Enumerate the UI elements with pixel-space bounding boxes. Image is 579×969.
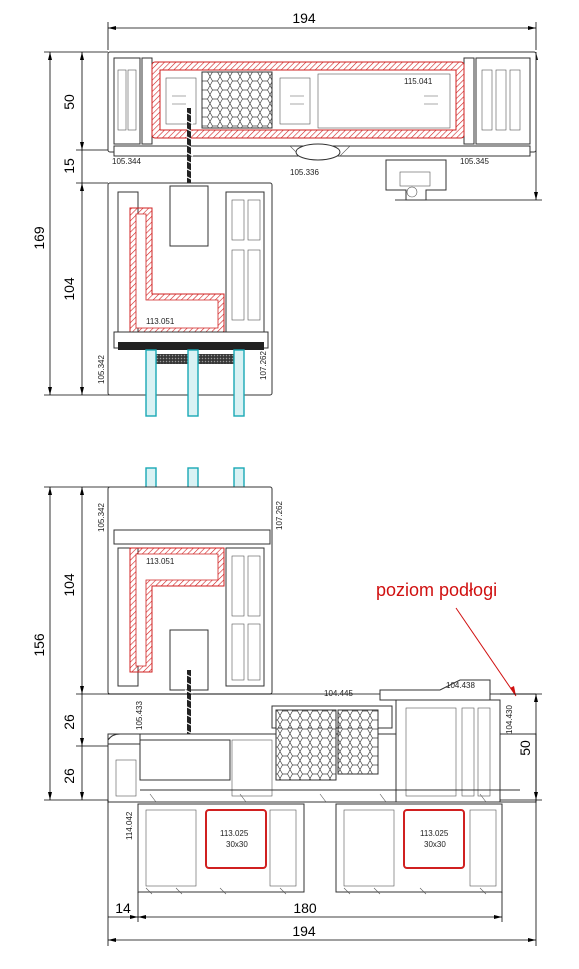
- dimension-left-top: 50 15 104 169: [31, 51, 135, 396]
- label-113051-bottom: 113.051: [146, 557, 175, 566]
- bottom-section: 104 156 26 26 105.342 107.262 113.051: [31, 467, 542, 946]
- label-113051-top: 113.051: [146, 317, 175, 326]
- label-104438: 104.438: [446, 681, 475, 690]
- dimension-right-bottom: 50: [500, 693, 542, 801]
- label-30x30-a: 30x30: [226, 840, 248, 849]
- dim-50-bottom: 50: [517, 740, 533, 756]
- label-105336: 105.336: [290, 168, 319, 177]
- dim-104-bottom: 104: [61, 573, 77, 597]
- dim-15-top: 15: [61, 158, 77, 174]
- label-105344: 105.344: [112, 157, 141, 166]
- sub-sill-left: [137, 803, 305, 895]
- dim-26b-bottom: 26: [61, 768, 77, 784]
- dim-14-bottom: 14: [115, 900, 131, 916]
- sash-profile-bottom: [107, 486, 273, 695]
- dim-104-top: 104: [61, 277, 77, 301]
- label-104445: 104.445: [324, 689, 353, 698]
- dim-26a-bottom: 26: [61, 714, 77, 730]
- label-105345: 105.345: [460, 157, 489, 166]
- dim-194-bottom: 194: [292, 923, 316, 939]
- label-105342-bottom: 105.342: [97, 503, 106, 532]
- head-profile: [107, 51, 537, 201]
- dim-194-top: 194: [292, 10, 316, 26]
- label-107262-top: 107.262: [259, 351, 268, 380]
- floor-level-annotation: poziom podłogi: [376, 580, 517, 697]
- dimension-bottom: 14 180 194: [107, 800, 537, 946]
- label-113025-b: 113.025: [420, 829, 449, 838]
- dim-169-top: 169: [31, 226, 47, 250]
- label-105342-top: 105.342: [97, 355, 106, 384]
- label-104430: 104.430: [505, 705, 514, 734]
- dim-180-bottom: 180: [293, 900, 317, 916]
- glazing-top: [145, 349, 245, 417]
- label-114042: 114.042: [125, 811, 134, 840]
- floor-level-label: poziom podłogi: [376, 580, 497, 600]
- dim-50-top: 50: [61, 94, 77, 110]
- dim-156-bottom: 156: [31, 633, 47, 657]
- label-113025-a: 113.025: [220, 829, 249, 838]
- top-section: 194 50 15 104 169 75: [31, 10, 542, 417]
- label-105433: 105.433: [135, 701, 144, 730]
- dimension-top-width: 194: [107, 10, 537, 50]
- label-115041: 115.041: [404, 77, 433, 86]
- sash-profile-top: [107, 182, 273, 396]
- sub-sill-right: [335, 803, 503, 895]
- label-107262-bottom: 107.262: [275, 501, 284, 530]
- threshold-profile: [107, 679, 537, 803]
- label-30x30-b: 30x30: [424, 840, 446, 849]
